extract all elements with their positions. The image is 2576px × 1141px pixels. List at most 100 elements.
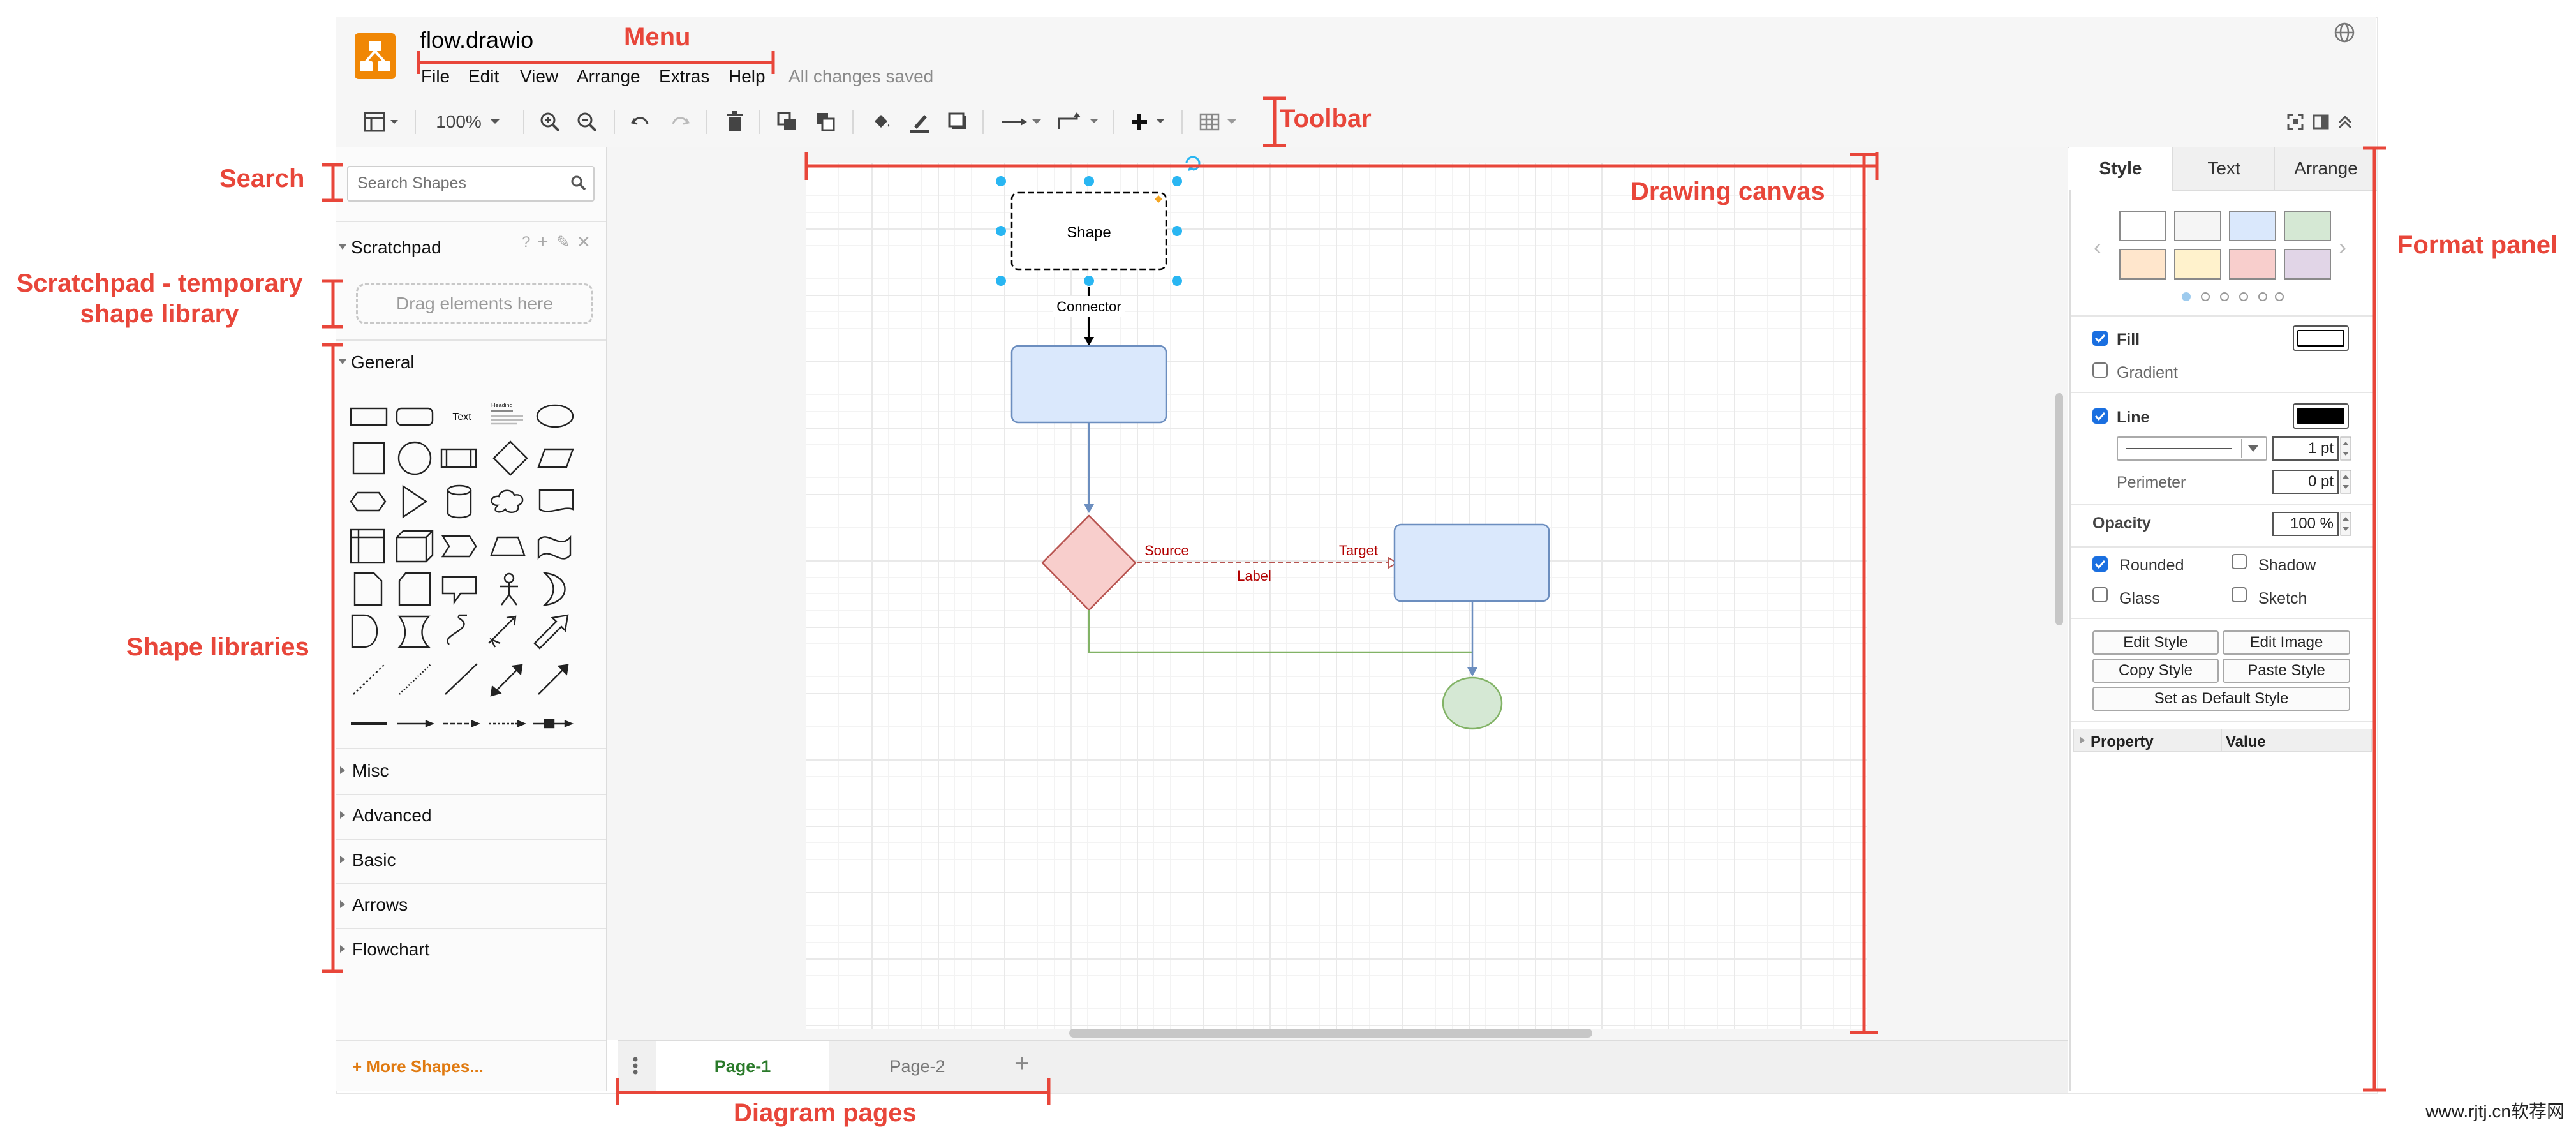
property-header-cell[interactable]: Property xyxy=(2073,729,2221,752)
zoom-in-icon[interactable] xyxy=(536,107,564,137)
shape-arrow[interactable] xyxy=(533,614,569,650)
shape-dotted-line[interactable] xyxy=(399,663,432,695)
copy-style-button[interactable]: Copy Style xyxy=(2092,659,2219,683)
menu-view[interactable]: View xyxy=(520,66,559,86)
shape-rectangle[interactable] xyxy=(350,407,388,426)
connection-icon[interactable] xyxy=(998,107,1045,137)
perimeter-stepper-icon[interactable] xyxy=(2340,470,2351,497)
collapse-icon[interactable] xyxy=(2334,107,2357,137)
edit-style-button[interactable]: Edit Style xyxy=(2092,630,2219,655)
paste-style-button[interactable]: Paste Style xyxy=(2223,659,2350,683)
green-edge[interactable] xyxy=(1088,610,1472,653)
shape-note[interactable] xyxy=(353,572,383,606)
style-swatch[interactable] xyxy=(2284,249,2331,280)
edge-source-label[interactable]: Source xyxy=(1144,542,1189,558)
shape-cube[interactable] xyxy=(396,530,434,563)
shape-trapezoid[interactable] xyxy=(490,536,526,556)
opacity-stepper-icon[interactable] xyxy=(2340,512,2351,539)
scratchpad-edit-icon[interactable]: ✎ xyxy=(556,232,570,251)
shape-actor[interactable] xyxy=(500,572,518,606)
shape-card[interactable] xyxy=(398,572,431,606)
fill-color-picker[interactable] xyxy=(2293,325,2349,351)
shape-diamond[interactable] xyxy=(492,440,528,476)
perimeter-input[interactable]: 0 pt xyxy=(2272,470,2339,494)
to-front-icon[interactable] xyxy=(773,107,801,137)
delete-icon[interactable] xyxy=(721,107,749,137)
scratchpad-add-icon[interactable]: + xyxy=(537,231,549,252)
more-shapes-button[interactable]: + More Shapes... xyxy=(352,1057,484,1076)
search-icon[interactable] xyxy=(570,175,587,191)
style-swatch[interactable] xyxy=(2174,211,2221,241)
line-width-stepper-icon[interactable] xyxy=(2340,436,2351,464)
shape-internal-storage[interactable] xyxy=(350,528,385,564)
opacity-input[interactable]: 100 % xyxy=(2272,512,2339,536)
line-color-picker[interactable] xyxy=(2293,403,2349,429)
drawing-canvas[interactable] xyxy=(806,163,1867,1029)
shape-triangle[interactable] xyxy=(402,484,428,519)
line-checkbox[interactable] xyxy=(2092,408,2108,424)
shape-edge-dotted-arrow[interactable] xyxy=(489,720,527,727)
fill-color-icon[interactable] xyxy=(868,107,896,137)
rotate-handle-icon[interactable] xyxy=(1185,156,1201,171)
shape-cloud[interactable] xyxy=(491,489,524,513)
gradient-checkbox[interactable] xyxy=(2092,362,2108,378)
line-width-input[interactable]: 1 pt xyxy=(2272,436,2339,461)
menu-edit[interactable]: Edit xyxy=(468,66,500,86)
shadow-icon[interactable] xyxy=(944,107,972,137)
shape-tape[interactable] xyxy=(537,535,572,560)
page-tab-1[interactable]: Page-1 xyxy=(656,1041,829,1091)
table-icon[interactable] xyxy=(1197,107,1244,137)
swatch-page-dots[interactable] xyxy=(2180,291,2285,306)
zoom-out-icon[interactable] xyxy=(573,107,601,137)
swatch-prev-icon[interactable]: ‹ xyxy=(2094,234,2101,260)
shape-delay[interactable] xyxy=(351,614,378,648)
tab-arrange[interactable]: Arrange xyxy=(2274,147,2377,191)
edit-image-button[interactable]: Edit Image xyxy=(2223,630,2350,655)
menu-file[interactable]: File xyxy=(421,66,450,86)
shape-edge-dashed-arrow[interactable] xyxy=(443,720,481,727)
diagram[interactable]: Shape Connector Source Target Label xyxy=(607,147,2068,1040)
search-box[interactable] xyxy=(347,166,595,202)
shape-heading[interactable] xyxy=(491,410,523,425)
shape-dashed-line[interactable] xyxy=(353,663,386,695)
format-toggle-icon[interactable] xyxy=(360,107,406,137)
shape-hexagon[interactable] xyxy=(350,491,387,512)
tab-text[interactable]: Text xyxy=(2172,147,2275,191)
line-pattern-select[interactable] xyxy=(2117,436,2267,461)
scratchpad-help-icon[interactable]: ? xyxy=(522,234,531,251)
undo-icon[interactable] xyxy=(626,107,655,137)
process-box-blue[interactable] xyxy=(1010,345,1167,424)
format-panel-icon[interactable] xyxy=(2309,107,2332,137)
page-menu-icon[interactable] xyxy=(632,1054,639,1077)
shadow-checkbox[interactable] xyxy=(2232,554,2247,569)
menu-arrange[interactable]: Arrange xyxy=(577,66,640,86)
shape-process[interactable] xyxy=(440,448,477,468)
edge-label[interactable]: Label xyxy=(1237,568,1271,584)
line-color-icon[interactable] xyxy=(906,107,934,137)
style-swatch[interactable] xyxy=(2174,249,2221,280)
to-back-icon[interactable] xyxy=(811,107,840,137)
vertical-scrollbar[interactable] xyxy=(2055,393,2063,625)
style-swatch[interactable] xyxy=(2284,211,2331,241)
menu-help[interactable]: Help xyxy=(729,66,766,86)
waypoints-icon[interactable] xyxy=(1055,107,1102,137)
general-shape-grid[interactable]: Text Heading xyxy=(344,393,587,738)
style-swatch[interactable] xyxy=(2119,249,2166,280)
zoom-select[interactable]: 100% xyxy=(434,107,504,137)
style-swatch[interactable] xyxy=(2229,211,2276,241)
shape-step[interactable] xyxy=(441,535,477,558)
insert-icon[interactable] xyxy=(1128,107,1173,137)
shape-parallelogram[interactable] xyxy=(537,448,574,468)
tab-style[interactable]: Style xyxy=(2069,147,2172,190)
shape-rounded-rectangle[interactable] xyxy=(396,407,434,426)
language-globe-icon[interactable] xyxy=(2334,22,2355,43)
edge-target-label[interactable]: Target xyxy=(1339,542,1378,558)
shape-cylinder[interactable] xyxy=(447,484,472,519)
swatch-next-icon[interactable]: › xyxy=(2339,234,2346,260)
selected-shape[interactable] xyxy=(1010,191,1167,271)
shape-line[interactable] xyxy=(445,663,478,695)
glass-checkbox[interactable] xyxy=(2092,587,2108,602)
shape-bidirectional-arrow[interactable] xyxy=(488,615,517,648)
connector-label[interactable]: Connector xyxy=(1056,299,1121,315)
shape-data-storage[interactable] xyxy=(397,615,431,648)
